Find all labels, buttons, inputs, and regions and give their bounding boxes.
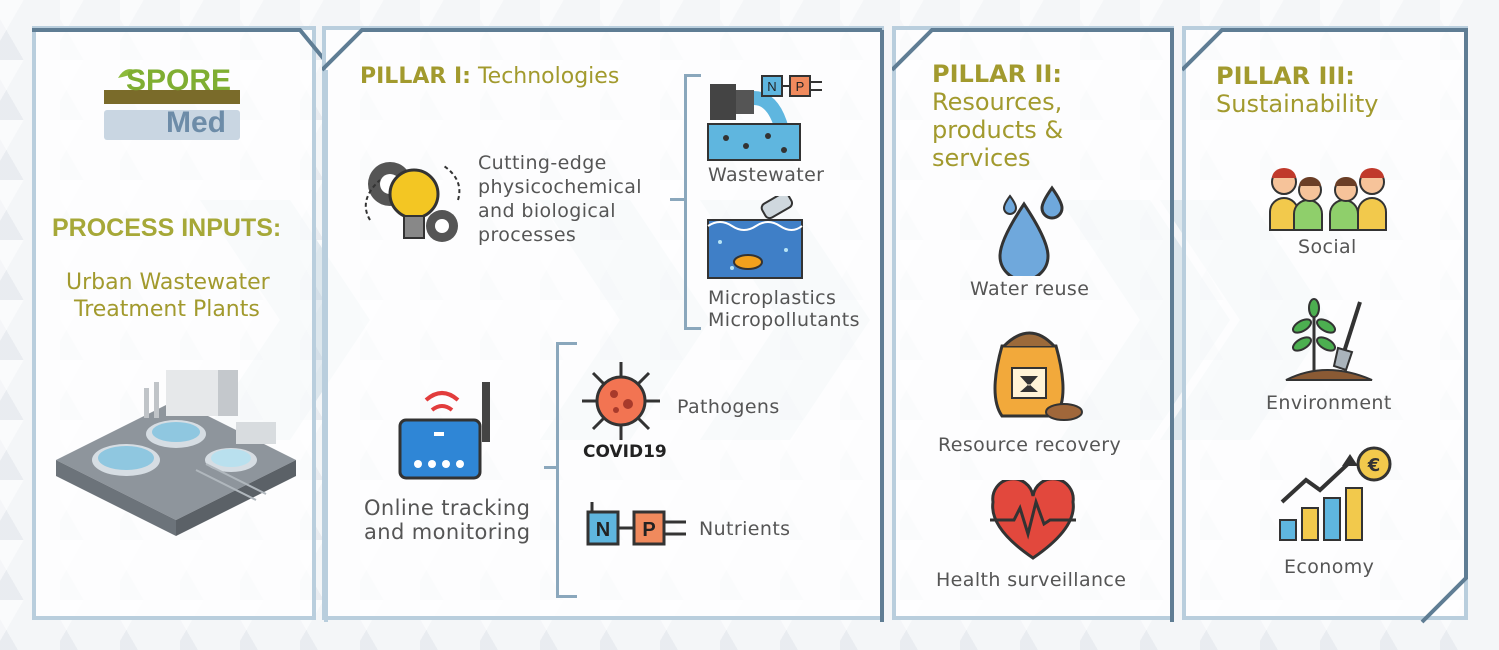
water-drops-icon bbox=[998, 185, 1064, 276]
panel-corner-accent bbox=[892, 28, 1174, 622]
processes-line-1: Cutting-edge bbox=[478, 152, 607, 174]
iot-router-icon bbox=[398, 382, 490, 480]
wastewater-label: Wastewater bbox=[708, 164, 825, 186]
processes-bracket-stub bbox=[670, 198, 686, 201]
nutrients-np-icon: N P bbox=[586, 502, 686, 546]
economy-label: Economy bbox=[1284, 556, 1375, 578]
process-inputs-heading: PROCESS INPUTS: bbox=[52, 214, 282, 242]
micropollutants-label: Micropollutants bbox=[708, 309, 860, 331]
treatment-plant-icon bbox=[56, 370, 296, 536]
health-surveillance-label: Health surveillance bbox=[936, 569, 1127, 591]
resource-recovery-label: Resource recovery bbox=[938, 434, 1122, 456]
fertilizer-sack-icon bbox=[993, 331, 1083, 421]
pillar-2-subtitle-2: products & bbox=[932, 116, 1064, 144]
nutrients-label: Nutrients bbox=[699, 518, 791, 540]
panel-corner-accent bbox=[1182, 28, 1468, 624]
microplastics-label: Microplastics bbox=[708, 287, 837, 309]
tracking-line-2: and monitoring bbox=[364, 520, 531, 544]
water-reuse-label: Water reuse bbox=[970, 278, 1090, 300]
pillar-1-title: PILLAR I: Technologies bbox=[360, 64, 619, 89]
logo-text-spore: SPORE bbox=[126, 64, 232, 97]
inputs-line-1: Urban Wastewater bbox=[66, 270, 270, 295]
sporemed-logo: SPORE Med bbox=[104, 64, 240, 146]
microplastics-ocean-icon bbox=[707, 196, 803, 279]
logo-text-med: Med bbox=[166, 106, 226, 139]
pathogens-label: Pathogens bbox=[677, 396, 780, 418]
pillar-1-title-rest: Technologies bbox=[470, 64, 620, 89]
social-label: Social bbox=[1298, 236, 1357, 258]
pillar-3-subtitle: Sustainability bbox=[1216, 90, 1379, 118]
pillar-2-subtitle-1: Resources, bbox=[932, 88, 1063, 116]
pillar-2-subtitle-3: services bbox=[932, 144, 1031, 172]
np-mini-p: P bbox=[796, 79, 805, 94]
leaf-icon bbox=[104, 69, 240, 140]
covid19-label: COVID19 bbox=[583, 442, 667, 462]
np-p-letter: P bbox=[642, 519, 655, 541]
monitoring-bracket-stub bbox=[544, 466, 558, 469]
processes-line-4: processes bbox=[478, 224, 577, 246]
economy-chart-icon: € bbox=[1279, 446, 1392, 541]
tracking-line-1: Online tracking bbox=[364, 496, 531, 520]
environment-label: Environment bbox=[1266, 392, 1392, 414]
processes-line-2: physicochemical bbox=[478, 176, 642, 198]
panel-corner-accent bbox=[32, 28, 322, 60]
np-mini-n: N bbox=[767, 79, 776, 94]
euro-coin-icon: € bbox=[1367, 455, 1381, 476]
social-people-icon bbox=[1269, 168, 1387, 231]
processes-line-3: and biological bbox=[478, 200, 616, 222]
gears-lightbulb-icon bbox=[364, 162, 461, 242]
monitoring-bracket bbox=[556, 342, 577, 598]
inputs-line-2: Treatment Plants bbox=[74, 297, 260, 322]
np-n-letter: N bbox=[596, 519, 610, 541]
pillar-2-title: PILLAR II: bbox=[932, 60, 1062, 88]
heartbeat-icon bbox=[990, 480, 1076, 560]
pillar-1-title-bold: PILLAR I: bbox=[360, 64, 471, 89]
panel-corner-accent bbox=[322, 28, 884, 622]
virus-icon bbox=[582, 362, 660, 440]
pillar-3-title: PILLAR III: bbox=[1216, 62, 1355, 90]
wastewater-pipe-icon: N P bbox=[707, 75, 822, 161]
processes-bracket bbox=[684, 74, 701, 330]
plant-shovel-icon bbox=[1285, 298, 1373, 381]
